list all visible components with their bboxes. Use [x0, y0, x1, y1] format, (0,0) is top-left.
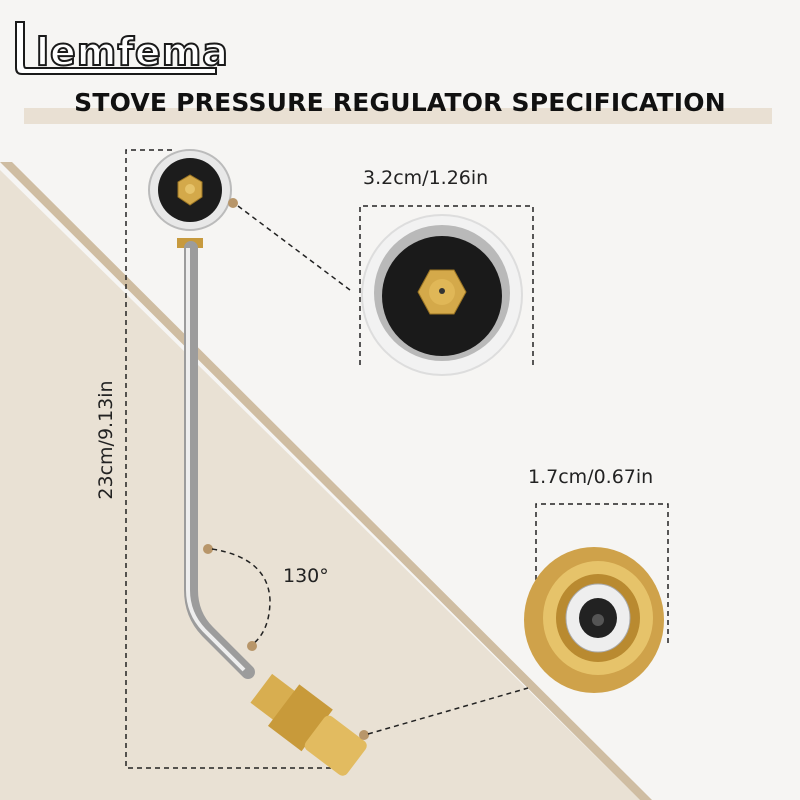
connector-closeup-icon	[524, 547, 664, 693]
logo-text: lemfema	[35, 29, 229, 75]
page-title: STOVE PRESSURE REGULATOR SPECIFICATION	[74, 88, 726, 117]
title-highlight	[24, 108, 772, 124]
head-diameter-label: 3.2cm/1.26in	[363, 167, 489, 189]
connector-diameter-label: 1.7cm/0.67in	[528, 466, 654, 488]
brand-logo: lemfema	[12, 18, 229, 82]
rod-icon	[184, 241, 255, 679]
brass-connector-icon	[250, 673, 367, 776]
logo-underline-icon	[15, 21, 217, 75]
bend-angle-label: 130°	[283, 565, 329, 587]
head-closeup-icon	[361, 214, 523, 376]
regulator-head-icon	[148, 149, 232, 248]
length-label: 23cm/9.13in	[95, 380, 117, 500]
